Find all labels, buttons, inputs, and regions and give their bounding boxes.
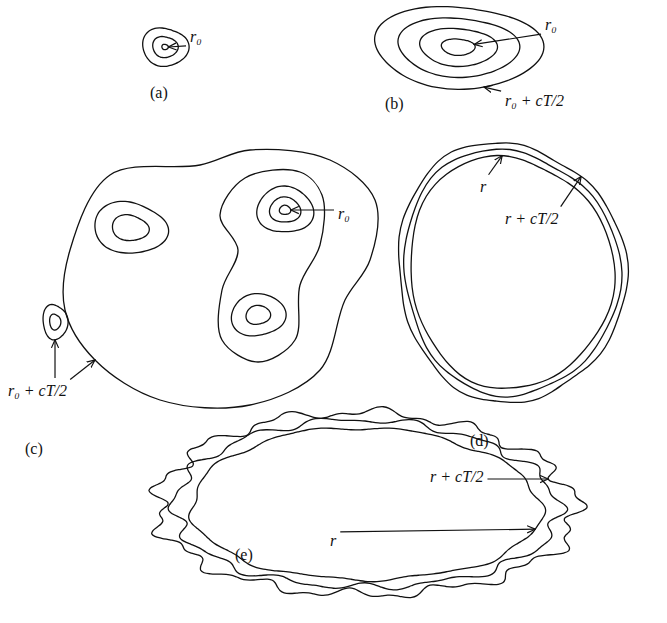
contour-line xyxy=(63,149,378,408)
panel-label: (c) xyxy=(25,440,43,458)
leader-arrow xyxy=(484,87,501,91)
contour-line xyxy=(143,28,189,67)
callout-label: r₀ xyxy=(338,205,350,223)
leader-arrow xyxy=(340,529,535,532)
leader-arrow xyxy=(487,478,548,479)
leader-arrow xyxy=(54,340,55,378)
contour-line xyxy=(375,7,544,90)
leader-arrow xyxy=(561,176,581,206)
contour-line xyxy=(269,197,300,222)
leader-arrow xyxy=(291,209,334,210)
callout-label: r + cT/2 xyxy=(430,468,483,486)
panel-label: (d) xyxy=(470,432,489,450)
contour-line xyxy=(162,44,169,49)
contour-line xyxy=(246,305,271,324)
contour-line xyxy=(95,201,169,253)
contour-line xyxy=(231,294,286,336)
callout-label: r₀ xyxy=(545,16,557,34)
leader-arrow xyxy=(168,46,186,47)
callout-label: r xyxy=(480,178,486,196)
contour-line xyxy=(404,149,622,397)
contour-lines xyxy=(43,7,628,598)
leader-arrow xyxy=(474,34,541,44)
callout-label: r + cT/2 xyxy=(505,210,558,228)
contour-line xyxy=(257,186,314,232)
contour-line xyxy=(399,143,629,403)
callout-label: r xyxy=(330,532,336,550)
contour-line xyxy=(398,18,520,78)
panel-label: (b) xyxy=(385,95,404,113)
callout-label: r₀ xyxy=(190,28,202,46)
contour-line xyxy=(420,28,498,66)
leader-lines xyxy=(55,34,581,532)
contour-line xyxy=(149,407,587,598)
callout-label: r₀ + cT/2 xyxy=(505,92,564,110)
contour-line xyxy=(50,314,61,330)
panel-label: (e) xyxy=(235,546,253,564)
contour-line xyxy=(218,170,324,362)
panel-label: (a) xyxy=(150,84,168,102)
leader-arrow xyxy=(489,156,503,175)
callout-label: r₀ + cT/2 xyxy=(8,382,67,400)
contour-line xyxy=(279,205,290,214)
contour-line xyxy=(168,418,567,590)
contour-line xyxy=(112,215,149,241)
contour-line xyxy=(189,428,546,582)
leader-arrow xyxy=(70,360,95,380)
contour-line xyxy=(441,39,475,56)
contour-line xyxy=(411,155,615,388)
